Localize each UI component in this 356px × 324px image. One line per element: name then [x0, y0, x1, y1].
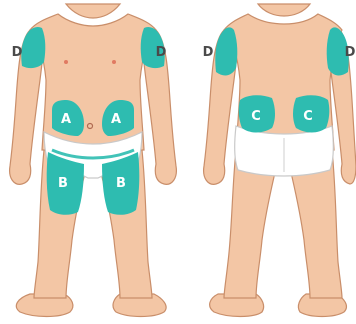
- front-label-thigh-right: B: [116, 176, 126, 191]
- back-label-arm-left: D: [203, 45, 214, 60]
- front-view: A A B B D D: [10, 4, 177, 317]
- front-label-thigh-left: B: [58, 176, 68, 191]
- back-view: C C D D: [203, 4, 356, 317]
- front-right-nipple: [112, 60, 116, 64]
- back-label-arm-right: D: [345, 45, 356, 60]
- front-label-arm-right: D: [156, 45, 167, 60]
- back-label-buttock-right: C: [303, 109, 313, 124]
- back-label-buttock-left: C: [251, 109, 261, 124]
- front-label-arm-left: D: [12, 45, 23, 60]
- front-left-nipple: [64, 60, 68, 64]
- back-zone-arm-left: [215, 27, 237, 75]
- front-label-abdomen-right: A: [111, 112, 121, 127]
- back-neck: [258, 4, 310, 16]
- front-neck: [66, 4, 120, 18]
- front-label-abdomen-left: A: [61, 112, 71, 127]
- front-zone-arm-left: [21, 27, 45, 68]
- front-torso: [30, 14, 156, 150]
